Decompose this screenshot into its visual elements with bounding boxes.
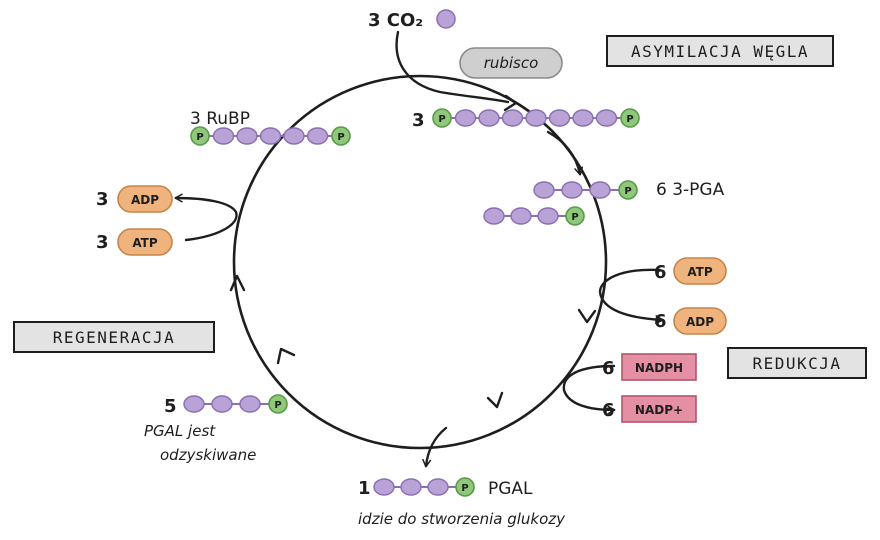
ring-arrow-left bbox=[229, 274, 246, 292]
nadp-out-count: 6 bbox=[602, 400, 615, 421]
pgal-exit-label: PGAL bbox=[488, 479, 533, 499]
regen-adp-count: 3 bbox=[96, 189, 109, 210]
pgal-recycled-caption-line1: PGAL jest bbox=[144, 422, 216, 440]
carbon-atom bbox=[259, 127, 282, 145]
carbon-atom bbox=[483, 207, 505, 225]
split-arrow bbox=[546, 130, 584, 176]
pgal-exit-count: 1 bbox=[358, 478, 371, 499]
co2-carbon-atom bbox=[436, 9, 456, 29]
regeneration-label: REGENERACJA bbox=[53, 328, 175, 347]
carbon-atom bbox=[183, 395, 205, 413]
phosphate-group bbox=[432, 108, 452, 128]
phosphate-symbol: P bbox=[461, 483, 468, 494]
carbon-atom bbox=[212, 127, 235, 145]
atp-in-count: 6 bbox=[654, 262, 667, 283]
phosphate-group bbox=[190, 126, 210, 146]
phosphate-symbol: P bbox=[571, 212, 578, 223]
atp-in-pill bbox=[673, 257, 727, 285]
regen-atp-count: 3 bbox=[96, 232, 109, 253]
phosphate-group bbox=[455, 477, 475, 497]
atp-to-adp-arrow bbox=[598, 268, 664, 325]
carbon-atom bbox=[561, 181, 583, 199]
carbon-atom bbox=[236, 127, 258, 145]
phosphate-group bbox=[268, 394, 288, 414]
phosphate-symbol: P bbox=[337, 132, 344, 143]
carbon-atom bbox=[427, 478, 449, 496]
carbon-atom bbox=[239, 395, 261, 413]
pga-molecule-bottom: P bbox=[483, 206, 585, 226]
carbon-atom bbox=[306, 127, 329, 145]
phosphate-group bbox=[620, 108, 640, 128]
adp-out-pill bbox=[673, 307, 727, 335]
rubisco-label: rubisco bbox=[484, 54, 539, 72]
pgal-recycled-count: 5 bbox=[164, 396, 177, 417]
carbon-atom bbox=[589, 181, 611, 199]
carbon-atom bbox=[373, 478, 395, 496]
carbon-atom bbox=[454, 109, 477, 127]
pga-molecule-top: P bbox=[533, 180, 638, 200]
phosphate-symbol: P bbox=[438, 114, 445, 125]
phosphate-symbol: P bbox=[274, 400, 281, 411]
pgal-exit-arrow bbox=[422, 426, 448, 468]
pga-label: 6 3-PGA bbox=[656, 180, 725, 200]
carbon-atom bbox=[283, 127, 305, 145]
reduction-label: REDUKCJA bbox=[752, 354, 841, 373]
reduction-box bbox=[727, 347, 867, 379]
nadph-in-box bbox=[621, 353, 697, 381]
phosphate-group bbox=[565, 206, 585, 226]
regen-atp-pill bbox=[117, 228, 173, 256]
nadp-out-label: NADP+ bbox=[635, 403, 683, 417]
co2-entry-arrow bbox=[395, 30, 510, 104]
regen-atp-label: ATP bbox=[132, 236, 158, 250]
cycle-ring bbox=[232, 74, 608, 450]
atp-in-label: ATP bbox=[687, 265, 713, 279]
nadph-to-nadp-arrow bbox=[562, 364, 616, 415]
ring-arrow-bottom-right bbox=[486, 391, 504, 409]
regen-adp-pill bbox=[117, 185, 173, 213]
rubisco-enzyme-pill bbox=[459, 47, 563, 79]
ring-direction-arrows bbox=[229, 94, 597, 409]
carbon-atom bbox=[525, 109, 547, 127]
six-carbon-count: 3 bbox=[412, 110, 425, 131]
assimilation-box bbox=[606, 35, 834, 67]
regen-adp-label: ADP bbox=[131, 193, 159, 207]
adp-out-count: 6 bbox=[654, 311, 667, 332]
carbon-atom bbox=[572, 109, 594, 127]
regen-atp-to-adp-arrow bbox=[174, 193, 238, 242]
adp-out-label: ADP bbox=[686, 315, 714, 329]
co2-label: 3 CO₂ bbox=[368, 10, 423, 31]
carbon-atom bbox=[537, 207, 559, 225]
phosphate-symbol: P bbox=[624, 186, 631, 197]
phosphate-group bbox=[618, 180, 638, 200]
nadph-in-count: 6 bbox=[602, 358, 615, 379]
carbon-atom bbox=[400, 478, 422, 496]
carbon-atom bbox=[501, 109, 524, 127]
carbon-atom bbox=[548, 109, 571, 127]
ring-arrow-top bbox=[503, 94, 518, 112]
ring-arrow-lower-left bbox=[276, 347, 296, 365]
pgal-exit-molecule: P bbox=[373, 477, 475, 497]
carbon-atom bbox=[478, 109, 500, 127]
phosphate-group bbox=[331, 126, 351, 146]
rubp-label: 3 RuBP bbox=[190, 109, 250, 129]
ring-arrow-right bbox=[577, 308, 597, 324]
phosphate-symbol: P bbox=[626, 114, 633, 125]
nadph-in-label: NADPH bbox=[635, 361, 683, 375]
carbon-atom bbox=[533, 181, 555, 199]
regeneration-box bbox=[13, 321, 215, 353]
phosphate-symbol: P bbox=[196, 132, 203, 143]
nadp-out-box bbox=[621, 395, 697, 423]
assimilation-label: ASYMILACJA WĘGLA bbox=[631, 42, 809, 61]
carbon-atom bbox=[510, 207, 532, 225]
carbon-atom bbox=[595, 109, 618, 127]
pgal-recycled-molecule: P bbox=[183, 394, 288, 414]
pgal-exit-caption: idzie do stworzenia glukozy bbox=[358, 510, 566, 528]
carbon-atom bbox=[211, 395, 233, 413]
pgal-recycled-caption-line2: odzyskiwane bbox=[160, 446, 256, 464]
